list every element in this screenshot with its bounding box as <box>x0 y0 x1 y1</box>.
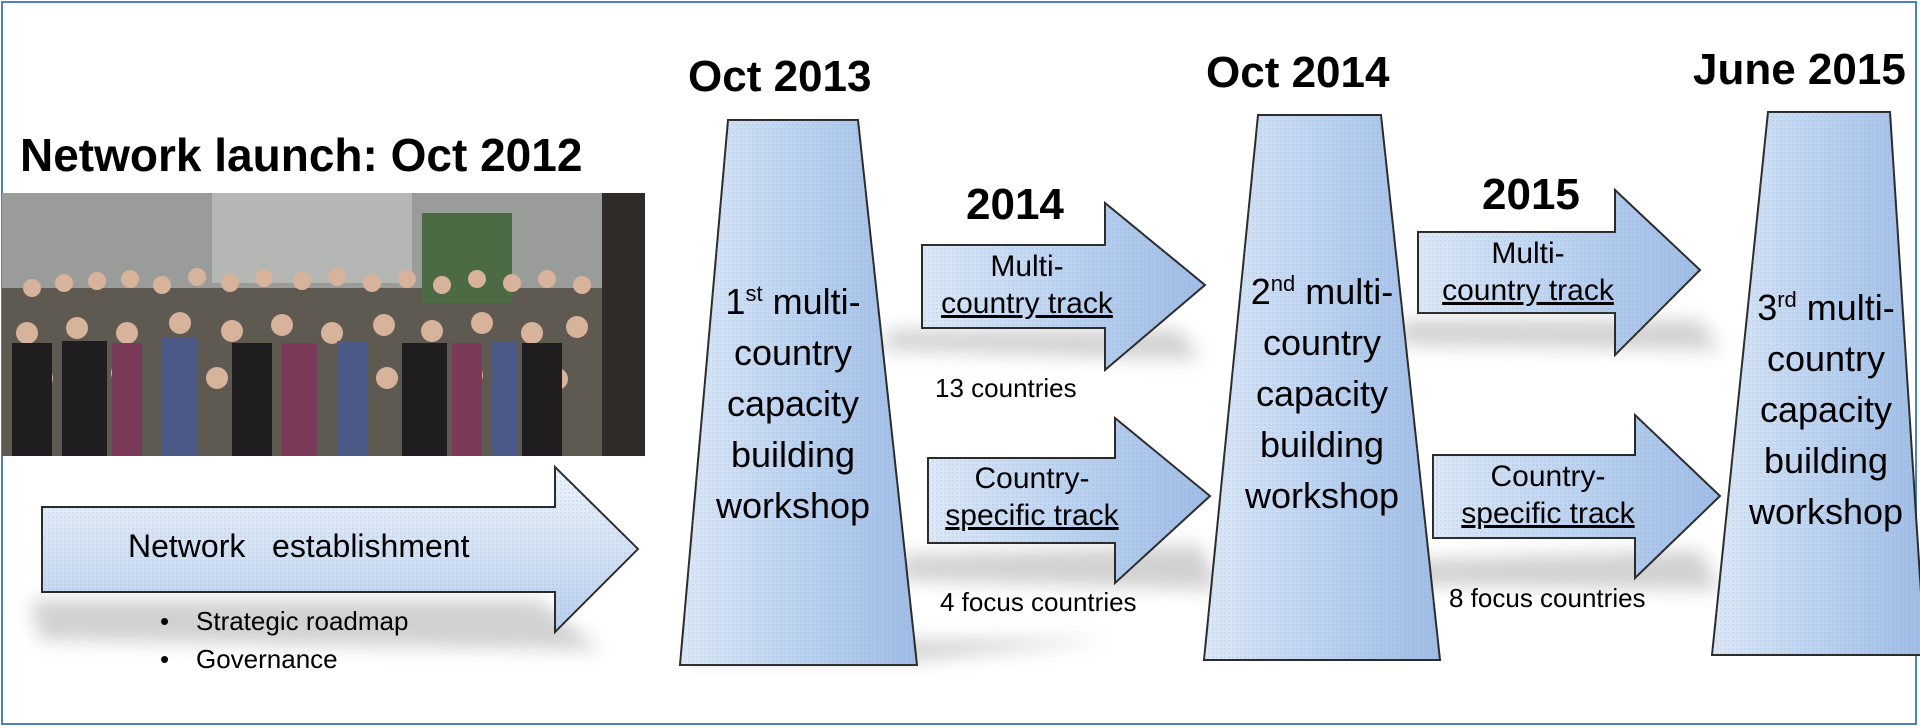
arrow-specific-2015 <box>1432 412 1722 581</box>
workshop-trapezoid-3 <box>1710 111 1920 656</box>
workshop-line-2: country <box>1766 338 1886 379</box>
multi-track-label-2014: Multi- country track <box>922 248 1132 322</box>
shadow-multi-2014 <box>880 330 1200 360</box>
multi-track-label-2015: Multi- country track <box>1418 235 1638 309</box>
specific-track-line-1: Country- <box>1490 460 1606 493</box>
workshop-line-3: capacity <box>1759 389 1893 430</box>
workshop-line-2: country <box>1262 322 1382 363</box>
bullet-dot: • <box>160 644 170 674</box>
bullet-item-governance: • Governance <box>160 644 338 675</box>
bullet-text: Governance <box>196 644 338 674</box>
workshop-line-4: building <box>1763 440 1889 481</box>
specific-track-line-1: Country- <box>974 462 1090 495</box>
bullet-item-roadmap: • Strategic roadmap <box>160 606 408 637</box>
specific-count-2015: 8 focus countries <box>1449 583 1646 613</box>
multi-track-line-1: Multi- <box>990 250 1064 283</box>
milestone-date-1: Oct 2013 <box>688 52 872 101</box>
workshop-label-3: 3rd multi- country capacity building wor… <box>1736 274 1916 537</box>
workshop-line-5: workshop <box>715 485 871 526</box>
establishment-label: Network establishment <box>128 528 470 564</box>
workshop-line-1: 1st multi- <box>725 281 861 322</box>
workshop-label-2: 2nd multi- country capacity building wor… <box>1222 258 1422 521</box>
workshop-line-1: 3rd multi- <box>1757 287 1895 328</box>
multi-track-line-2: country track <box>1442 274 1614 307</box>
group-photo <box>2 193 645 456</box>
bullet-dot: • <box>160 606 170 636</box>
milestone-date-3: June 2015 <box>1693 45 1906 94</box>
group-photo-drawing <box>2 193 645 456</box>
workshop-line-5: workshop <box>1244 475 1400 516</box>
specific-track-label-2015: Country- specific track <box>1433 458 1663 532</box>
workshop-line-4: building <box>1259 424 1385 465</box>
workshop-label-1: 1st multi- country capacity building wor… <box>698 268 888 531</box>
multi-track-line-2: country track <box>941 287 1113 320</box>
specific-track-label-2014: Country- specific track <box>922 460 1142 534</box>
workshop-trapezoid-1 <box>678 119 919 666</box>
launch-title: Network launch: Oct 2012 <box>20 129 583 181</box>
specific-count-2014: 4 focus countries <box>940 587 1137 617</box>
bullet-text: Strategic roadmap <box>196 606 409 636</box>
workshop-line-2: country <box>733 332 853 373</box>
arrow-specific-2014 <box>927 415 1212 586</box>
shadow-specific-2014 <box>900 545 1220 590</box>
specific-track-line-2: specific track <box>945 499 1119 532</box>
workshop-line-4: building <box>730 434 856 475</box>
arrow-multi-2015 <box>1417 187 1702 358</box>
multi-track-line-1: Multi- <box>1491 237 1565 270</box>
workshop-line-3: capacity <box>726 383 860 424</box>
track-year-2015: 2015 <box>1482 170 1580 219</box>
milestone-date-2: Oct 2014 <box>1206 48 1390 97</box>
workshop-line-1: 2nd multi- <box>1250 271 1394 312</box>
shadow-establishment <box>30 600 600 650</box>
track-year-2014: 2014 <box>966 180 1064 229</box>
arrow-multi-2014 <box>921 200 1207 373</box>
multi-count-2014: 13 countries <box>935 373 1077 403</box>
shadow-multi-2015 <box>1400 320 1720 350</box>
workshop-line-3: capacity <box>1255 373 1389 414</box>
workshop-trapezoid-2 <box>1202 114 1442 661</box>
specific-track-line-2: specific track <box>1461 497 1635 530</box>
establishment-arrow <box>41 464 640 635</box>
workshop-line-5: workshop <box>1748 491 1904 532</box>
